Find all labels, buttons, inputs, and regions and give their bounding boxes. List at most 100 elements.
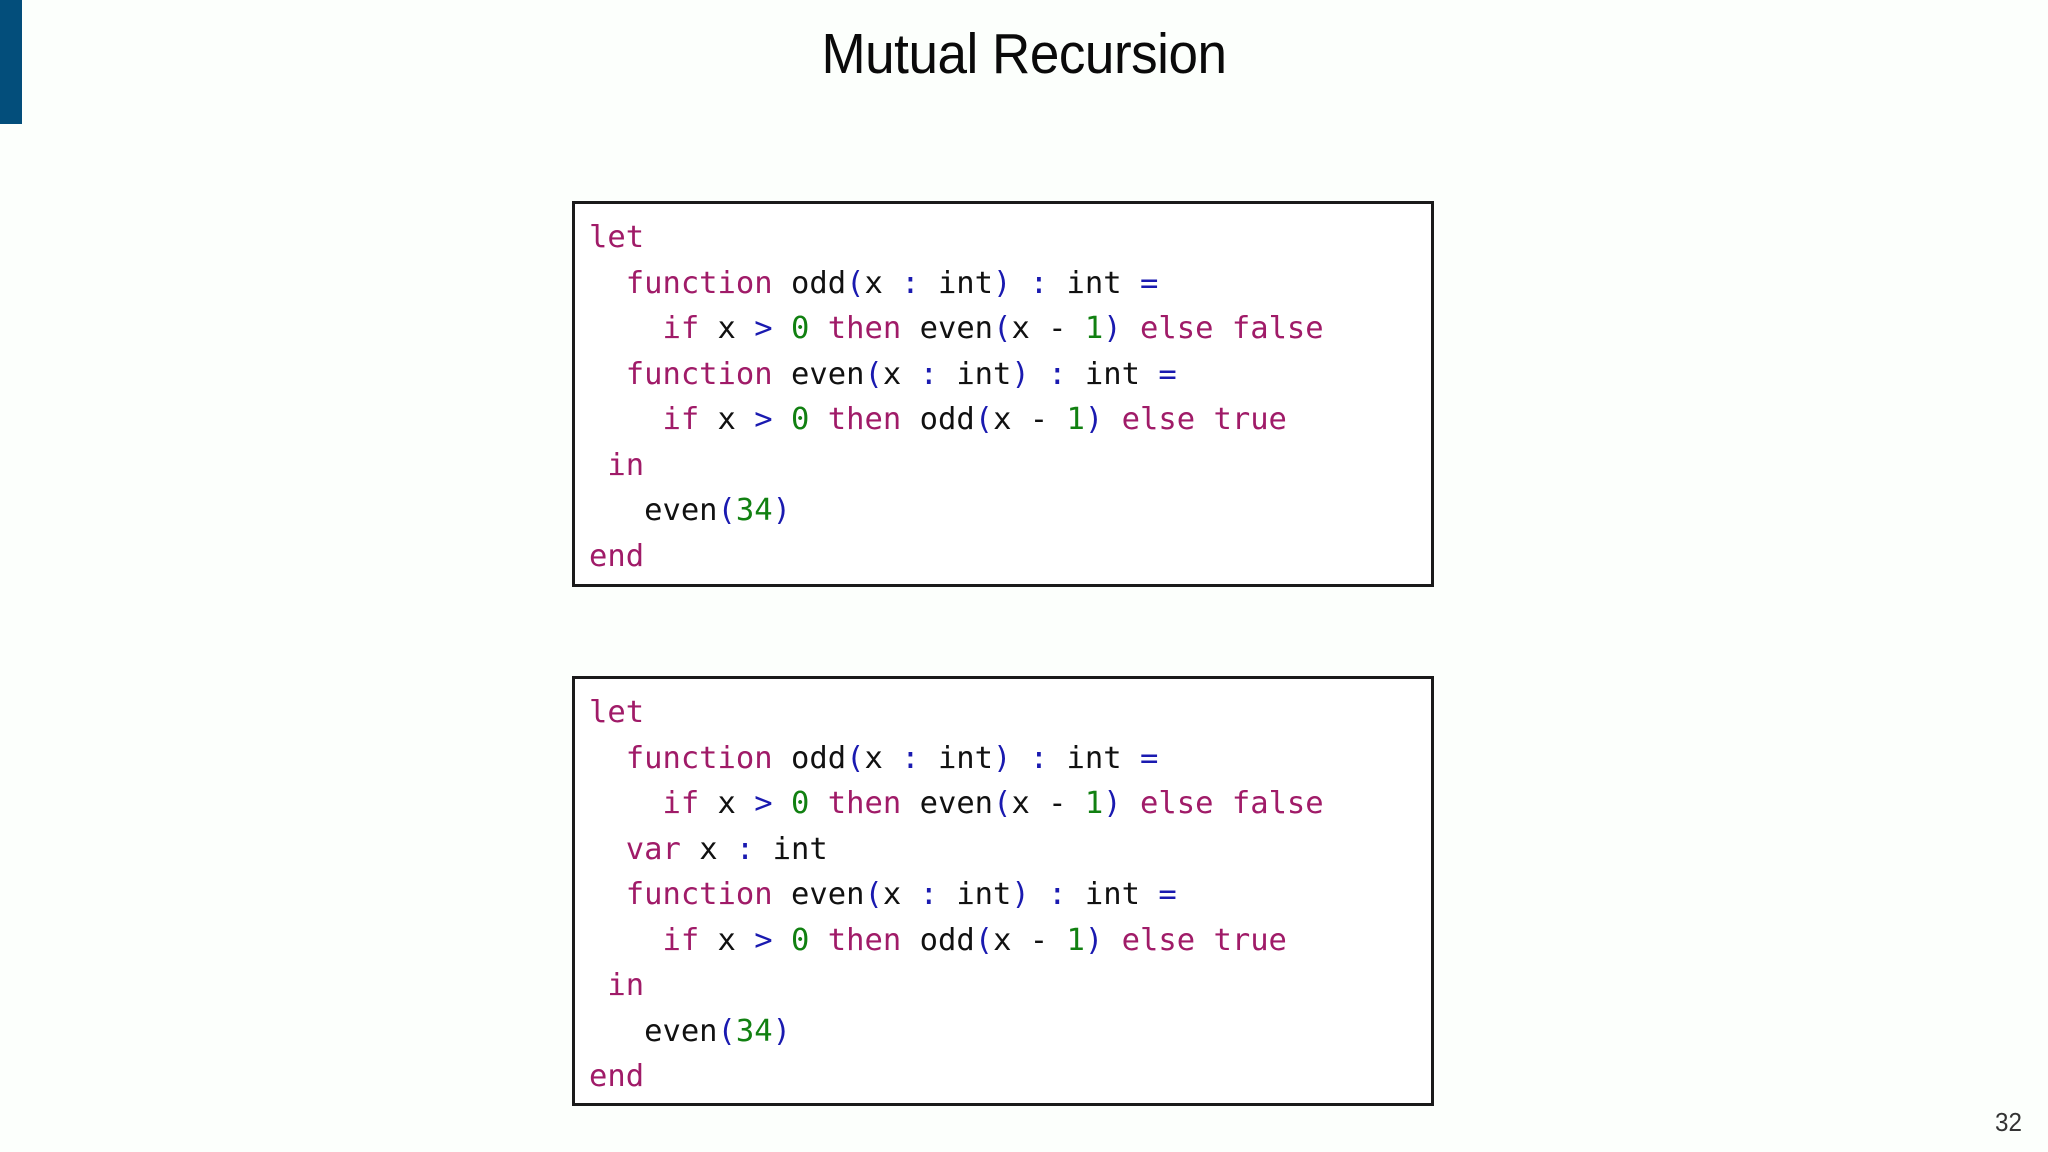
code-token-plain [589, 311, 662, 346]
code-token-id: x - [993, 922, 1067, 958]
code-token-plain [809, 786, 827, 821]
code-token-id: x - [1011, 786, 1085, 821]
code-token-id: x [699, 311, 755, 346]
code-token-plain [589, 266, 626, 301]
code-line: function odd(x : int) : int = [589, 261, 1417, 307]
code-token-punct: ( [846, 265, 865, 301]
code-block-with-var: let function odd(x : int) : int = if x >… [572, 676, 1434, 1106]
code-token-kw: if [662, 786, 700, 821]
code-token-id: int [919, 740, 994, 776]
code-token-punct: ( [974, 922, 994, 958]
code-token-op: > [754, 786, 773, 821]
code-token-plain [589, 493, 644, 528]
code-token-id: x - [1011, 311, 1085, 346]
code-token-punct: ) [993, 265, 1012, 301]
code-token-punct: ) [1084, 402, 1104, 437]
code-token-punct: ( [974, 402, 994, 437]
code-line: function even(x : int) : int = [589, 352, 1417, 398]
code-token-punct: : [919, 356, 938, 392]
code-token-id: x [699, 786, 755, 821]
page-number: 32 [1995, 1107, 2022, 1137]
code-line: function odd(x : int) : int = [589, 736, 1417, 782]
code-token-plain [1213, 786, 1231, 821]
code-token-kw: true [1213, 402, 1287, 437]
code-line: let [589, 690, 1417, 736]
code-token-punct: ) [1103, 786, 1122, 821]
code-line: if x > 0 then even(x - 1) else false [589, 306, 1417, 352]
code-token-punct: : [1029, 265, 1049, 301]
code-token-kw: then [827, 786, 902, 821]
code-token-kw: in [607, 968, 645, 1003]
code-token-plain [1103, 402, 1121, 437]
code-token-id: even [901, 311, 994, 346]
code-line: function even(x : int) : int = [589, 872, 1417, 918]
code-token-plain [589, 402, 662, 437]
code-line: if x > 0 then even(x - 1) else false [589, 781, 1417, 827]
code-token-plain [773, 786, 791, 821]
code-token-kw: else [1121, 922, 1196, 958]
code-token-op: > [754, 922, 773, 958]
code-token-kw: end [589, 538, 645, 574]
code-line: in [589, 443, 1417, 489]
code-token-punct: ) [993, 740, 1012, 776]
code-token-op: = [1139, 740, 1159, 776]
code-token-kw: else [1140, 786, 1214, 821]
code-token-plain [1103, 923, 1121, 958]
code-token-punct: ( [993, 311, 1012, 346]
code-token-punct: ( [993, 786, 1012, 821]
code-token-punct: : [1048, 356, 1067, 392]
code-token-id: even [644, 493, 718, 528]
code-token-id: int [1066, 356, 1159, 392]
page-title: Mutual Recursion [821, 22, 1227, 86]
code-line: even(34) [589, 488, 1417, 534]
code-token-punct: ) [1084, 922, 1104, 958]
code-token-plain [773, 923, 791, 958]
code-token-id: odd [901, 922, 975, 958]
code-token-plain [589, 786, 662, 821]
code-token-plain [1011, 266, 1029, 301]
code-token-punct: ( [717, 1013, 736, 1049]
code-token-num: 34 [735, 493, 773, 528]
code-token-kw: let [589, 220, 645, 255]
code-token-num: 1 [1066, 922, 1085, 958]
code-token-punct: : [919, 877, 938, 912]
code-token-plain [809, 402, 827, 437]
code-token-kw: if [662, 311, 700, 346]
code-token-plain [809, 923, 827, 958]
code-token-kw: in [607, 447, 645, 483]
code-token-op: > [754, 402, 773, 437]
code-token-punct: ( [717, 493, 736, 528]
code-token-plain [809, 311, 827, 346]
code-token-kw: var [625, 831, 681, 867]
code-token-id: x [699, 922, 755, 958]
code-line: in [589, 963, 1417, 1009]
code-line: let [589, 215, 1417, 261]
code-token-plain [1030, 357, 1048, 392]
code-line: if x > 0 then odd(x - 1) else true [589, 397, 1417, 443]
code-token-id: even [644, 1013, 718, 1049]
code-token-id: odd [772, 265, 847, 301]
code-token-punct: ) [772, 1013, 792, 1049]
code-block-without-var: let function odd(x : int) : int = if x >… [572, 201, 1434, 587]
code-token-kw: if [662, 922, 700, 958]
code-token-plain [1195, 402, 1213, 437]
code-token-id: int [1048, 740, 1140, 776]
code-token-id: x [864, 740, 902, 776]
code-token-id: int [919, 265, 994, 301]
code-token-num: 1 [1084, 311, 1104, 346]
code-token-id: even [772, 356, 865, 392]
code-line: if x > 0 then odd(x - 1) else true [589, 918, 1417, 964]
code-token-kw: let [589, 695, 645, 730]
code-token-id: int [1048, 265, 1140, 301]
code-token-kw: function [625, 740, 773, 776]
code-token-punct: ) [1011, 877, 1030, 912]
code-token-id: even [901, 786, 994, 821]
code-token-id: int [1066, 877, 1159, 912]
code-token-kw: true [1213, 922, 1287, 958]
code-token-num: 0 [791, 922, 810, 958]
code-token-num: 34 [735, 1013, 773, 1049]
code-token-id: odd [772, 740, 847, 776]
code-token-op: > [754, 311, 773, 346]
code-token-kw: then [827, 311, 902, 346]
code-token-punct: ) [772, 493, 792, 528]
